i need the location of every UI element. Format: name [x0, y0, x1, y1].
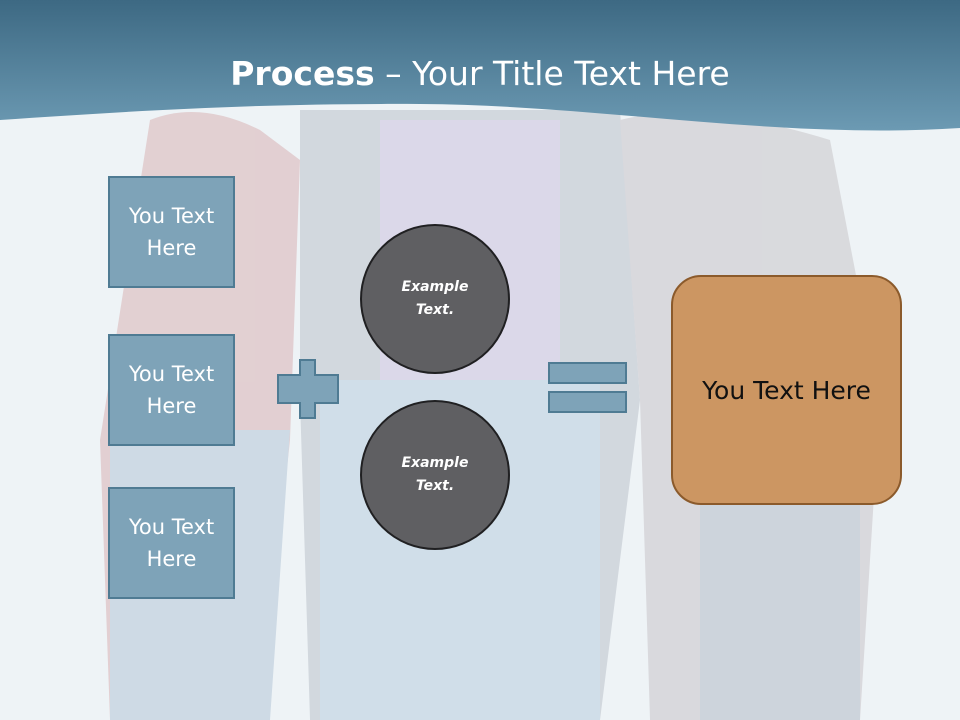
input-box-3: You Text Here: [108, 487, 235, 599]
example-circle-1: Example Text.: [360, 224, 510, 374]
input-box-2: You Text Here: [108, 334, 235, 446]
input-box-label: You Text Here: [128, 204, 215, 260]
circle-label: Example Text.: [401, 279, 469, 318]
result-box: You Text Here: [671, 275, 902, 505]
title-bold: Process: [230, 54, 375, 93]
title-rest: Your Title Text Here: [412, 54, 730, 93]
input-box-1: You Text Here: [108, 176, 235, 288]
header-band: [0, 0, 960, 131]
slide-title: Process – Your Title Text Here: [0, 52, 960, 96]
input-box-label: You Text Here: [128, 515, 215, 571]
input-box-label: You Text Here: [128, 362, 215, 418]
title-dash: –: [374, 54, 413, 93]
example-circle-2: Example Text.: [360, 400, 510, 550]
circle-label: Example Text.: [401, 455, 469, 494]
plus-sign: [277, 359, 339, 419]
equals-sign-top: [548, 362, 627, 384]
equals-sign-bottom: [548, 391, 627, 413]
result-label: You Text Here: [702, 375, 871, 405]
